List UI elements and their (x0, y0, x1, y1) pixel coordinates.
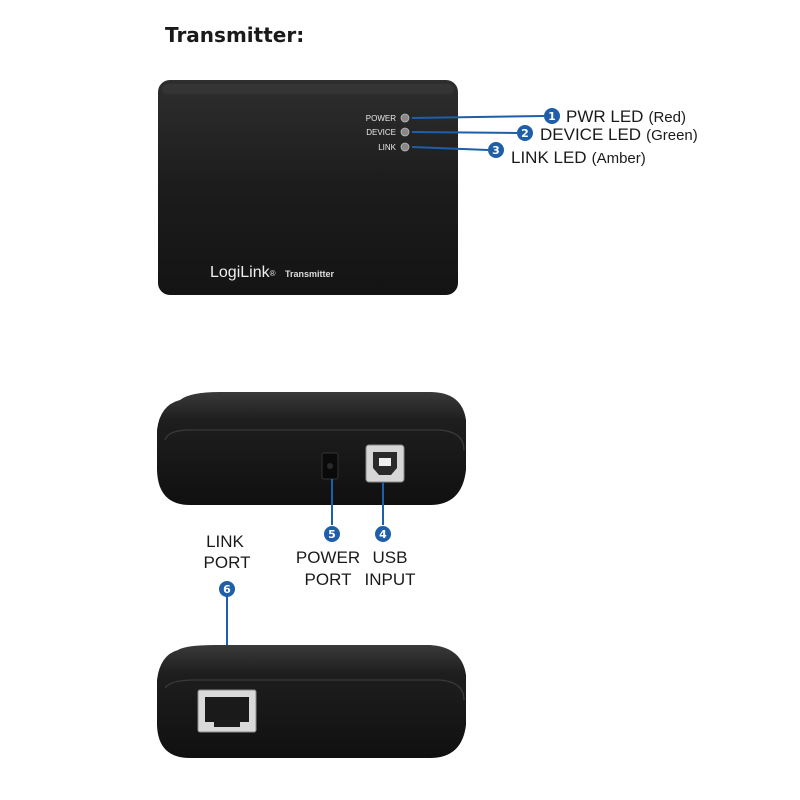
leader-line-1 (411, 115, 545, 119)
callout-badge-2 (517, 125, 533, 141)
device-led-icon (400, 127, 410, 137)
callout-4: 4 USB INPUT (365, 526, 416, 589)
link-port-label-line2: PORT (204, 553, 251, 572)
device-link-view (157, 645, 466, 758)
device-back-body (157, 392, 466, 505)
callout-number-5: 5 (328, 528, 336, 541)
device-model-label: Transmitter (285, 269, 335, 279)
callout-badge-6 (219, 581, 235, 597)
power-led-icon (400, 113, 410, 123)
usb-input-label-line1: USB (373, 548, 408, 567)
device-back-seam (164, 429, 465, 451)
power-jack-pin (327, 463, 333, 469)
power-port-label-line2: PORT (305, 570, 352, 589)
callout-label-1: PWR LED(Red) (566, 107, 686, 126)
device-back-view (157, 392, 466, 505)
leader-line-3 (411, 146, 489, 151)
callout-number-2: 2 (521, 127, 529, 140)
device-front-view: POWER DEVICE LINK LogiLink® Transmitter (158, 80, 458, 295)
led-label-power: POWER (366, 114, 396, 123)
callout-6: LINK PORT 6 (204, 532, 251, 597)
device-front-top-edge (162, 84, 454, 94)
power-port-label-line1: POWER (296, 548, 360, 567)
page-title: Transmitter: (165, 23, 304, 47)
callout-5: 5 POWER PORT (296, 526, 360, 589)
callout-badge-4 (375, 526, 391, 542)
callout-number-6: 6 (223, 583, 231, 596)
device-link-seam (164, 679, 465, 701)
device-front-body (158, 80, 458, 295)
callout-label-3: LINK LED(Amber) (511, 148, 646, 167)
callout-badge-5 (324, 526, 340, 542)
usb-input-label-line2: INPUT (365, 570, 416, 589)
link-port-label-line1: LINK (206, 532, 244, 551)
led-label-link: LINK (378, 143, 396, 152)
callout-2: 2 DEVICE LED(Green) (517, 125, 698, 144)
leader-line-2 (411, 131, 518, 134)
device-brand: LogiLink® (210, 264, 276, 281)
led-label-device: DEVICE (366, 128, 396, 137)
callout-number-1: 1 (548, 110, 556, 123)
callout-number-3: 3 (492, 144, 500, 157)
callout-badge-1 (544, 108, 560, 124)
callout-label-2: DEVICE LED(Green) (540, 125, 698, 144)
usb-b-port-tongue (379, 458, 391, 466)
callout-1: 1 PWR LED(Red) (544, 107, 686, 126)
callout-badge-3 (488, 142, 504, 158)
callout-3: 3 LINK LED(Amber) (488, 142, 646, 167)
rj45-port-opening (205, 697, 249, 727)
link-led-icon (400, 142, 410, 152)
callout-number-4: 4 (379, 528, 387, 541)
